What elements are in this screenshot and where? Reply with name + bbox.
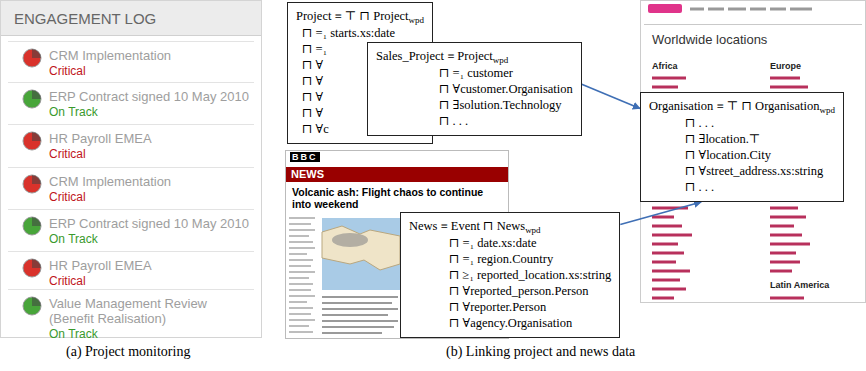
concept-axiom: ⊓ =₁ starts.xs:date [296,25,424,41]
item-name: ERP Contract signed 10 May 2010 [49,89,254,104]
status-icons [23,49,41,315]
formula-text: Sales_Project ≡ Project [376,49,493,63]
status-text: On Track [49,327,98,341]
news-headline: Volcanic ash: Flight chaos to continue i… [292,186,504,210]
website-screenshot [641,1,866,303]
concept-axiom: ⊓ ≥₁ reported_location.xs:string [409,267,611,283]
concept-axiom: ⊓ =₁ customer [376,65,573,81]
item-name: CRM Implementation [49,48,254,63]
formula-text: Organisation ≡ ⊤ ⊓ Organisation [649,99,819,113]
concept-axiom: ⊓ . . . [649,179,835,195]
formula-text: News ≡ Event ⊓ News [409,219,525,233]
region-heading: Europe [770,61,801,71]
concept-axiom: ⊓ ∀reporter.Person [409,299,611,315]
concept-axiom: ⊓ ∀street_address.xs:string [649,163,835,179]
item-name: Value Management Review (Benefit Realisa… [49,296,254,326]
concept-definition: News ≡ Event ⊓ Newswpd [409,218,611,235]
concept-definition: Organisation ≡ ⊤ ⊓ Organisationwpd [649,98,835,115]
link-arrow [582,84,640,108]
concept-box: Organisation ≡ ⊤ ⊓ Organisationwpd⊓ . . … [640,92,844,202]
item-name: HR Payroll EMEA [49,258,254,273]
status-text: Critical [49,147,86,161]
item-name: HR Payroll EMEA [49,131,254,146]
concept-definition: Sales_Project ≡ Projectwpd [376,48,573,65]
site-section: NEWS [291,168,324,181]
region-heading: Africa [652,61,678,71]
concept-axiom: ⊓ ∀reported_person.Person [409,283,611,299]
concept-axiom: ⊓ ∀agency.Organisation [409,315,611,331]
status-text: On Track [49,232,98,246]
header-rule [1,35,261,36]
panel-heading: ENGAGEMENT LOG [14,10,156,27]
concept-definition: Project ≡ ⊤ ⊓ Projectwpd [296,8,424,25]
formula-text: Project ≡ ⊤ ⊓ Project [296,9,409,23]
concept-box: News ≡ Event ⊓ Newswpd⊓ =₁ date.xs:date⊓… [400,212,620,338]
concept-axiom: ⊓ ∀location.City [649,147,835,163]
panel-ground [0,0,262,338]
concept-axiom: ⊓ =₁ date.xs:date [409,235,611,251]
status-text: Critical [49,274,86,288]
site-logo: BBC [290,152,320,162]
concept-axiom: ⊓ ∃location.⊤ [649,131,835,147]
status-text: Critical [49,64,86,78]
concept-axiom: ⊓ ∀customer.Organisation [376,81,573,97]
formula-subscript: wpd [525,225,541,235]
item-name: CRM Implementation [49,174,254,189]
subfigure-caption: (a) Project monitoring [66,344,190,360]
row-separators [8,42,254,290]
formula-subscript: wpd [819,105,835,115]
status-text: On Track [49,105,98,119]
formula-subscript: wpd [493,55,509,65]
concept-box: Sales_Project ≡ Projectwpd⊓ =₁ customer⊓… [367,42,582,136]
page-heading: Worldwide locations [652,32,767,47]
status-text: Critical [49,190,86,204]
panel-header-band [1,1,261,35]
subfigure-caption: (b) Linking project and news data [446,344,635,360]
concept-axiom: ⊓ ∃solution.Technology [376,97,573,113]
concept-axiom: ⊓ . . . [376,113,573,129]
concept-axiom: ⊓ =₁ region.Country [409,251,611,267]
region-heading: Latin America [770,280,829,290]
engagement-panel: ENGAGEMENT LOGCRM ImplementationCritical… [0,0,262,338]
item-name: ERP Contract signed 10 May 2010 [49,216,254,231]
formula-subscript: wpd [409,15,425,25]
concept-axiom: ⊓ . . . [649,115,835,131]
link-arrow [620,202,701,225]
